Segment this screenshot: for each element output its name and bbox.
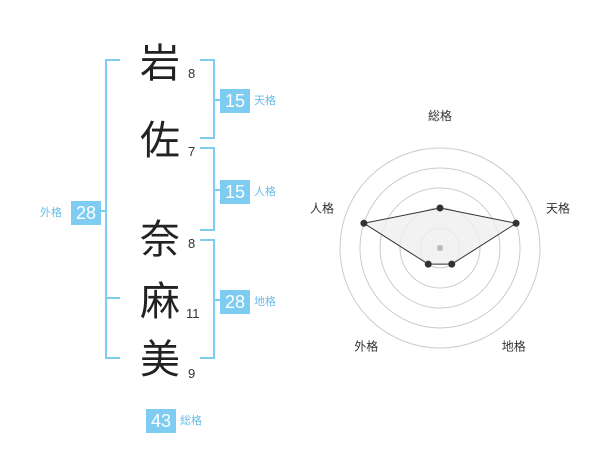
gaikaku-label: 外格 [40, 206, 62, 219]
radar-ring-4 [359, 167, 521, 329]
radar-point-2 [512, 219, 520, 227]
stroke-count-1: 8 [188, 66, 196, 81]
radar-axis-label-4: 外格 [354, 339, 378, 354]
jinkaku-badge: 15 [220, 180, 250, 204]
chikaku-label: 地格 [254, 295, 276, 308]
gaikaku-badge: 28 [71, 201, 101, 225]
stroke-count-3: 8 [188, 236, 196, 251]
name-char-5: 美 [140, 337, 180, 383]
radar-point-3 [448, 260, 456, 268]
radar-center-dot [437, 245, 443, 251]
stroke-count-2: 7 [188, 144, 196, 159]
radar-axis-label-3: 地格 [502, 339, 526, 354]
stroke-count-4: 11 [186, 306, 200, 321]
name-char-3: 奈 [140, 217, 180, 263]
radar-point-4 [424, 260, 432, 268]
tenkaku-badge: 15 [220, 89, 250, 113]
jinkaku-label: 人格 [254, 185, 276, 198]
tenkaku-label: 天格 [254, 94, 276, 107]
radar-area [362, 207, 518, 265]
soukaku-badge: 43 [146, 409, 176, 433]
gaikaku-bracket [105, 59, 120, 359]
radar-point-1 [436, 204, 444, 212]
radar-axis-label-1: 総格 [428, 108, 452, 123]
radar-point-5 [360, 219, 368, 227]
soukaku-label: 総格 [180, 414, 202, 427]
stroke-count-5: 9 [188, 366, 196, 381]
name-char-4: 麻 [140, 279, 180, 325]
radar-ring-5 [339, 147, 541, 349]
radar-axis-label-2: 天格 [546, 200, 570, 215]
radar-ring-3 [379, 187, 501, 309]
radar-axis-label-5: 人格 [310, 200, 334, 215]
name-char-2: 佐 [140, 118, 180, 164]
chikaku-badge: 28 [220, 290, 250, 314]
name-char-1: 岩 [140, 41, 180, 87]
